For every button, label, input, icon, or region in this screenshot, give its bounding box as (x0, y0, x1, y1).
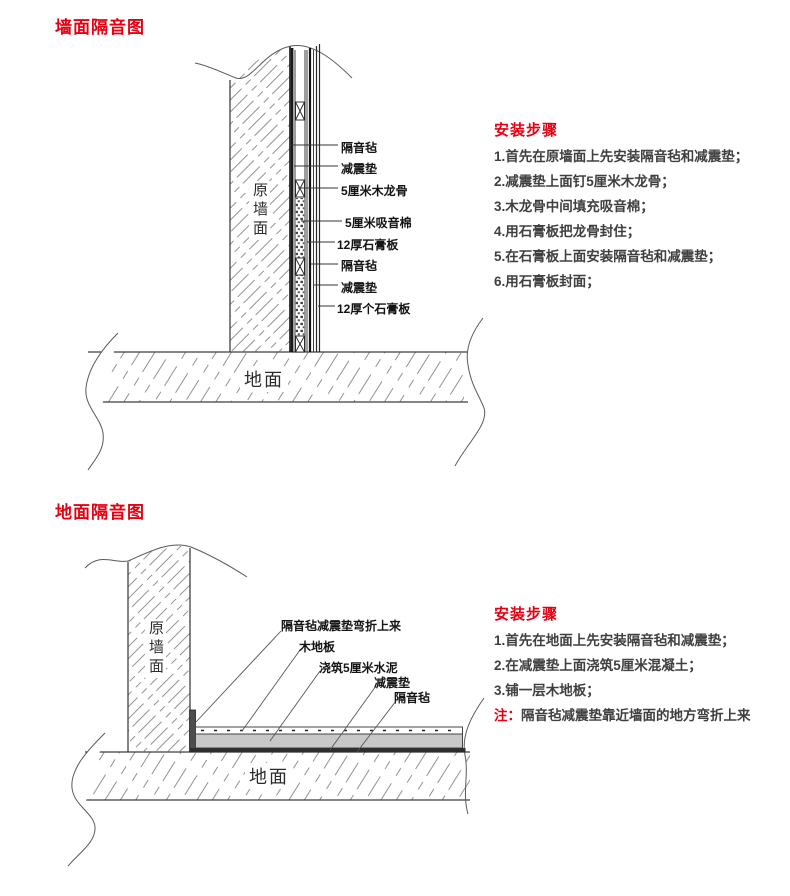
layer-label-wood-floor: 木地板 (299, 640, 336, 654)
wall-section-title: 墙面隔音图 (55, 18, 145, 37)
floor-diagram-break-curve (84, 544, 248, 578)
wall-diagram-layer-stack (290, 44, 321, 353)
floor-note: 注：隔音毡减震垫靠近墙面的地方弯折上来 (494, 709, 784, 723)
floor-note-label: 注： (494, 708, 521, 723)
floor-diagram-ground-label: 地面 (245, 763, 293, 789)
wall-step-1: 1.首先在原墙面上先安装隔音毡和减震垫； (494, 149, 749, 164)
layer-label-wood-keel: 5厘米木龙骨 (341, 184, 408, 198)
wall-step-4: 4.用石膏板把龙骨封住； (494, 224, 641, 239)
layer-label-gypsum-board-2: 12厚个石膏板 (337, 302, 411, 316)
layer-label-gypsum-board-1: 12厚石膏板 (337, 238, 399, 252)
floor-diagram-original-wall-label: 原墙面 (145, 619, 166, 678)
wall-diagram (85, 44, 486, 471)
floor-step-3: 3.铺一层木地板； (494, 683, 600, 698)
floor-diagram-floor-assembly (189, 709, 466, 753)
wall-diagram-leader-lines (291, 144, 342, 307)
floor-steps-heading: 安装步骤 (494, 606, 559, 623)
floor-section-title: 地面隔音图 (55, 503, 145, 522)
layer-label-felt-damping-bent-up: 隔音毡减震垫弯折上来 (281, 619, 402, 633)
layer-label-damping-2: 减震垫 (341, 281, 378, 295)
wall-diagram-break-curve (194, 44, 353, 79)
floor-install-steps: 安装步骤 1.首先在地面上先安装隔音毡和减震垫； 2.在减震垫上面浇筑5厘米混凝… (494, 603, 784, 734)
wall-diagram-original-wall-label: 原墙面 (249, 181, 270, 240)
layer-label-felt-1: 隔音毡 (341, 141, 378, 155)
layer-label-felt-2: 隔音毡 (341, 259, 378, 273)
wall-diagram-ground-band (85, 317, 486, 471)
wall-install-steps: 安装步骤 1.首先在原墙面上先安装隔音毡和减震垫； 2.减震垫上面钉5厘米木龙骨… (494, 119, 784, 300)
wall-step-2: 2.减震垫上面钉5厘米木龙骨； (494, 174, 675, 189)
floor-step-1: 1.首先在地面上先安装隔音毡和减震垫； (494, 633, 735, 648)
layer-label-acoustic-cotton: 5厘米吸音棉 (345, 216, 412, 230)
wall-diagram-ground-label: 地面 (240, 366, 288, 392)
layer-label-damping-pad: 减震垫 (374, 676, 411, 690)
layer-label-damping-1: 减震垫 (341, 162, 378, 176)
wall-step-5: 5.在石膏板上面安装隔音毡和减震垫； (494, 249, 722, 264)
wall-step-3: 3.木龙骨中间填充吸音棉； (494, 199, 654, 214)
layer-label-poured-cement: 浇筑5厘米水泥 (319, 661, 398, 675)
wall-step-6: 6.用石膏板封面； (494, 274, 600, 289)
floor-note-text: 隔音毡减震垫靠近墙面的地方弯折上来 (521, 708, 751, 723)
floor-diagram-leader-lines (195, 630, 397, 753)
layer-label-sound-felt: 隔音毡 (394, 691, 431, 705)
wall-steps-heading: 安装步骤 (494, 122, 559, 139)
floor-step-2: 2.在减震垫上面浇筑5厘米混凝土； (494, 658, 702, 673)
